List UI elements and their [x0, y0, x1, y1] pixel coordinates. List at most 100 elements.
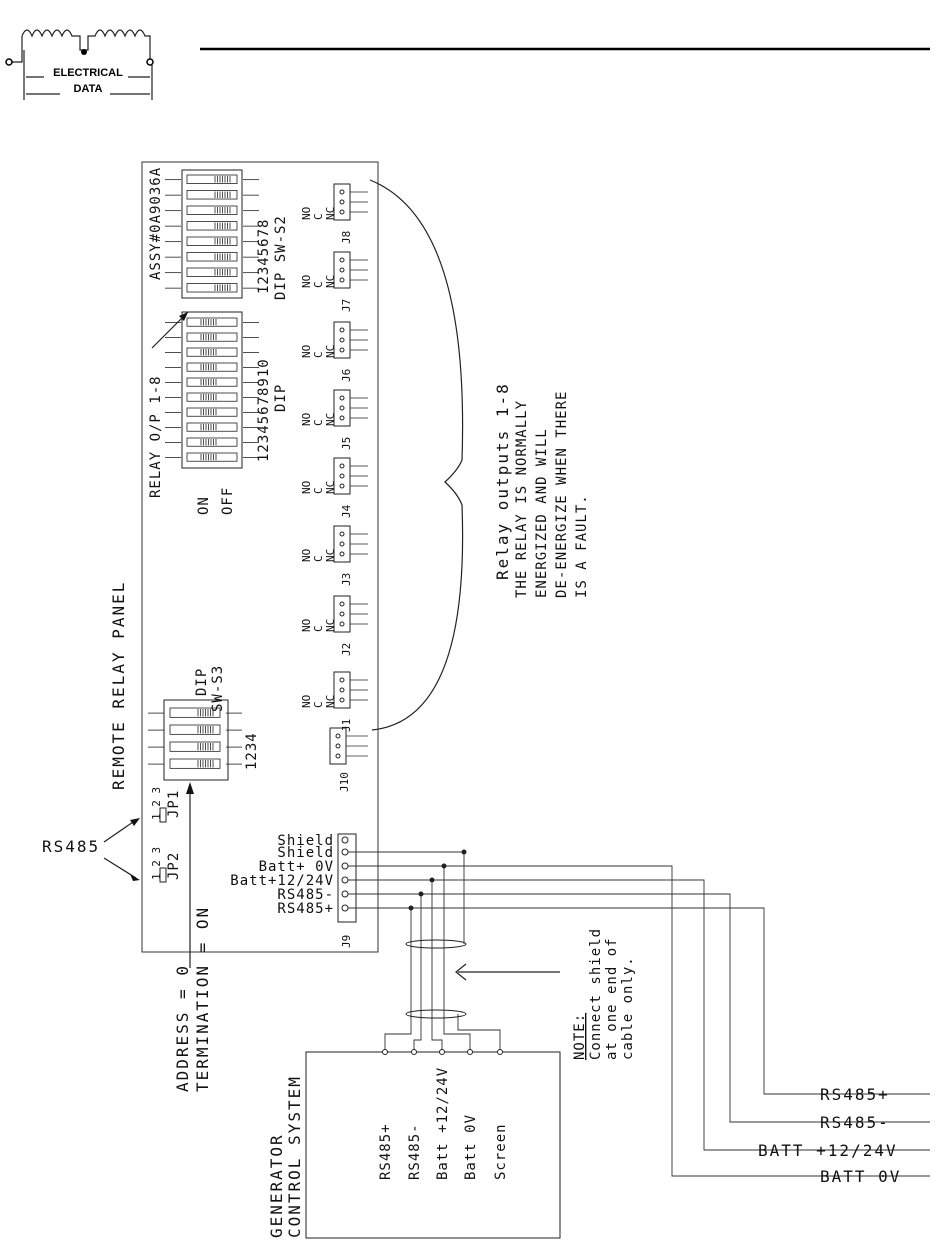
- relay-pin-label: C: [312, 351, 325, 358]
- relay-pin-label: NO: [300, 481, 313, 494]
- connector-j10: J10: [329, 727, 368, 792]
- j9-pin: [341, 862, 349, 870]
- relay-desc-1: Relay outputs 1-8: [493, 382, 512, 580]
- gcs-terminal-label: RS485+: [378, 1123, 394, 1180]
- relay-pin-label: NC: [324, 275, 337, 288]
- j9-pin: [341, 890, 349, 898]
- relay-pin-label: NO: [300, 619, 313, 632]
- note-line-1: Connect shield: [588, 928, 604, 1060]
- gcs-title-1: GENERATOR: [267, 1133, 286, 1238]
- relay-pin-label: NO: [300, 345, 313, 358]
- relay-description: Relay outputs 1-8 THE RELAY IS NORMALLY …: [493, 382, 590, 598]
- relay-connector-label: J1: [340, 719, 353, 732]
- dip-slot: [165, 283, 259, 293]
- gcs-terminal: [382, 1049, 388, 1055]
- j9-pin: [341, 848, 349, 856]
- assy-label: ASSY#0A9036A: [148, 167, 164, 280]
- j9-label: J9: [340, 935, 353, 948]
- shield-note: NOTE: Connect shield at one end of cable…: [572, 928, 636, 1060]
- jumper-jp2: 1 2 3 JP2: [150, 847, 182, 883]
- off-label: OFF: [220, 487, 236, 515]
- dip-slot: [165, 236, 259, 246]
- cable-bundle-lower: [405, 1009, 467, 1019]
- j9-pin-label: RS485-: [277, 887, 334, 903]
- dip-slot: [165, 422, 259, 432]
- dip-switch-s3: DIP SW-S3 1234: [148, 665, 260, 781]
- logo-text-1: ELECTRICAL: [53, 67, 123, 79]
- relay-desc-4: DE-ENERGIZE WHEN THERE: [554, 391, 570, 598]
- rs485-label: RS485: [42, 837, 100, 856]
- on-label: ON: [196, 496, 212, 515]
- dip-slot: [165, 362, 259, 372]
- output-label: RS485+: [820, 1085, 890, 1104]
- relay-connector-label: J6: [340, 369, 353, 382]
- relay-pin-label: NC: [324, 481, 337, 494]
- j10-label: J10: [338, 772, 351, 792]
- relay-connector-label: J2: [340, 643, 353, 656]
- relay-pin-label: C: [312, 701, 325, 708]
- dip2-numbers: 12345678: [256, 219, 272, 294]
- relay-outputs-brace: [369, 179, 464, 731]
- j9-pin-label: RS485+: [277, 901, 334, 917]
- dip-switch-s2: 12345678 DIP SW-S2: [165, 169, 289, 300]
- dip-slot: [165, 174, 259, 184]
- relay-pin-label: NC: [324, 345, 337, 358]
- j9-pin: [341, 836, 349, 844]
- logo-text-2: DATA: [74, 83, 103, 95]
- relay-pin-label: NC: [324, 619, 337, 632]
- jp1-nums: 1 2 3: [150, 787, 163, 820]
- relay-pin-label: NC: [324, 207, 337, 220]
- dip-slot: [165, 221, 259, 231]
- gcs-title-2: CONTROL SYSTEM: [285, 1075, 304, 1238]
- dip1-numbers: 12345678910: [256, 358, 272, 462]
- output-label: BATT +12/24V: [758, 1141, 898, 1160]
- dip1-label: DIP: [273, 384, 289, 412]
- dip3-label-1: DIP: [194, 668, 210, 696]
- relay-pin-label: NC: [324, 413, 337, 426]
- cable-bundle-upper: [405, 939, 467, 949]
- output-label: RS485-: [820, 1113, 890, 1132]
- relay-connector-label: J5: [340, 437, 353, 450]
- dip-slot: [165, 407, 259, 417]
- address-label: ADDRESS = 0: [173, 964, 192, 1092]
- gcs-terminal: [439, 1049, 445, 1055]
- dip-slot: [165, 437, 259, 447]
- dip2-label: DIP SW-S2: [273, 215, 289, 300]
- relay-connector-label: J8: [340, 231, 353, 244]
- dip-slot: [148, 741, 242, 752]
- jp2-nums: 1 2 3: [150, 847, 163, 880]
- dip-slot: [165, 332, 259, 342]
- gcs-terminal-label: Screen: [493, 1123, 509, 1180]
- j9-pin: [341, 904, 349, 912]
- dip-slot: [165, 190, 259, 200]
- gcs-terminal: [411, 1049, 417, 1055]
- gcs-terminal-label: Batt 0V: [463, 1114, 479, 1180]
- dip-slot: [148, 724, 242, 735]
- wiring-lines: [348, 849, 910, 1177]
- relay-pin-label: C: [312, 213, 325, 220]
- dip-slot: [165, 205, 259, 215]
- relay-pin-label: C: [312, 281, 325, 288]
- relay-pin-label: NO: [300, 695, 313, 708]
- j9-pin: [341, 876, 349, 884]
- relay-desc-2: THE RELAY IS NORMALLY: [514, 400, 530, 598]
- note-line-2: at one end of: [604, 937, 620, 1060]
- jp2-label: JP2: [166, 852, 182, 880]
- gcs-terminal-label: RS485-: [407, 1123, 423, 1180]
- relay-connector-label: J4: [340, 504, 353, 518]
- gcs-terminal-label: Batt +12/24V: [435, 1067, 451, 1180]
- dip-switch-10: 12345678910 DIP: [165, 311, 289, 469]
- relay-pin-label: NC: [324, 549, 337, 562]
- panel-title: REMOTE RELAY PANEL: [109, 581, 128, 790]
- relay-pin-label: NO: [300, 549, 313, 562]
- relay-op-label: RELAY O/P 1-8: [148, 375, 164, 498]
